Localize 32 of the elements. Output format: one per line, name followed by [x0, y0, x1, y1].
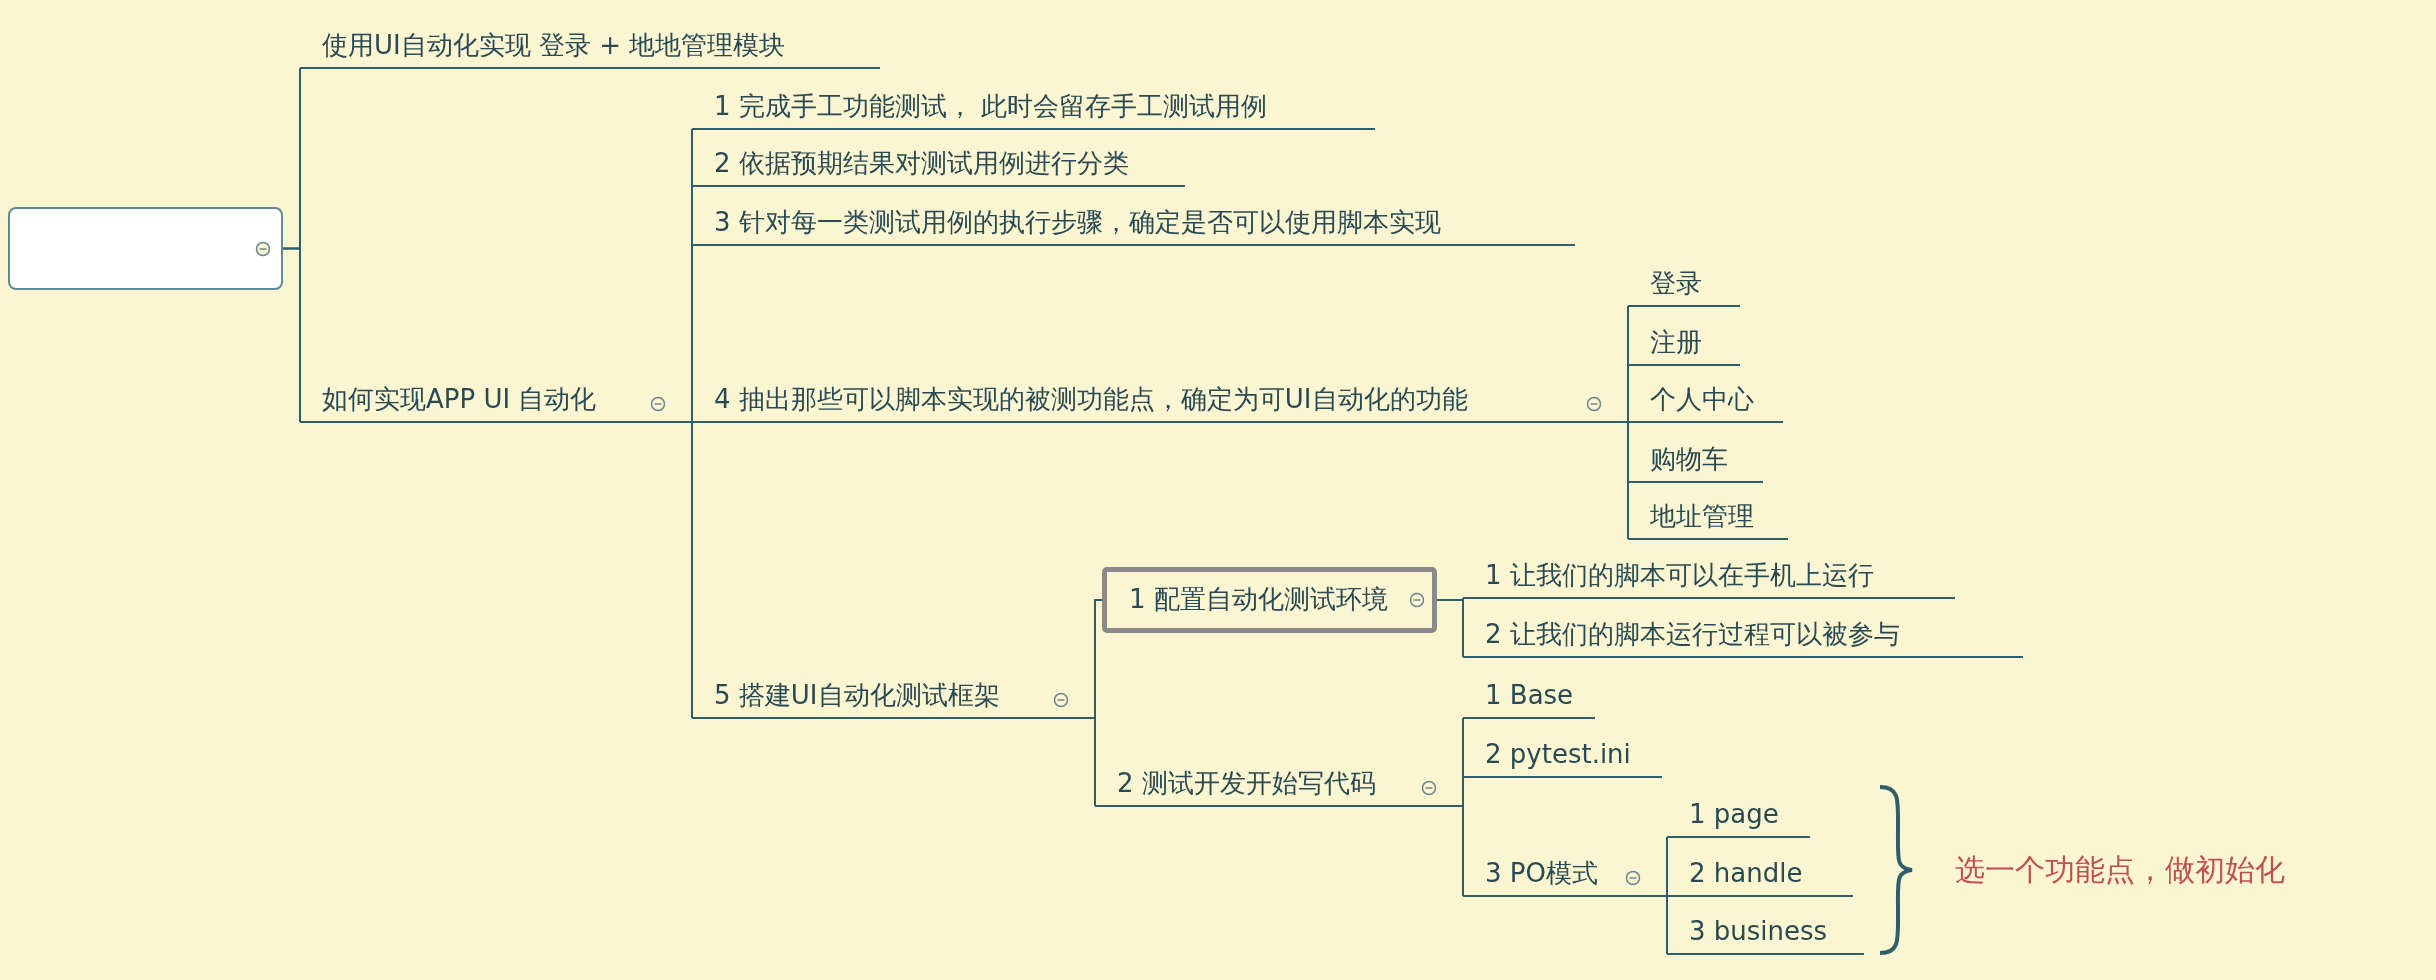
root-topic-box [8, 207, 283, 290]
node-label: 2 pytest.ini [1485, 739, 1631, 771]
node-label: 个人中心 [1650, 384, 1754, 416]
node-label: 地址管理 [1650, 501, 1754, 533]
connector-line [1078, 717, 1096, 807]
node-label: 1 Base [1485, 680, 1574, 712]
node-label: 3 PO模式 [1485, 858, 1598, 890]
node-label: 如何实现APP UI 自动化 [322, 384, 597, 416]
node-label: 1 配置自动化测试环境 [1129, 584, 1388, 616]
node-label: 使用UI自动化实现 登录 + 地地管理模块 [322, 30, 786, 62]
connector-line [282, 247, 301, 423]
connector-line [675, 421, 693, 719]
connector-line [1611, 421, 1629, 540]
node-label: 2 让我们的脚本运行过程可以被参与 [1485, 619, 1900, 651]
node-label: 3 针对每一类测试用例的执行步骤，确定是否可以使用脚本实现 [714, 207, 1441, 239]
node-label: 2 测试开发开始写代码 [1117, 768, 1376, 800]
node-label: 4 抽出那些可以脚本实现的被测功能点，确定为可UI自动化的功能 [714, 384, 1468, 416]
node-label: 登录 [1650, 268, 1702, 300]
connector-line [1650, 895, 1668, 955]
node-label: 3 business [1689, 916, 1828, 948]
node-label: 1 page [1689, 799, 1779, 831]
node-label: 注册 [1650, 327, 1702, 359]
node-label: 1 让我们的脚本可以在手机上运行 [1485, 560, 1874, 592]
node-label: 2 依据预期结果对测试用例进行分类 [714, 148, 1129, 180]
annotation-note: 选一个功能点，做初始化 [1955, 851, 2285, 889]
node-label: 2 handle [1689, 858, 1803, 890]
connector-line [1436, 599, 1464, 658]
node-label: 购物车 [1650, 444, 1728, 476]
connector-line [1446, 805, 1464, 897]
node-label: 5 搭建UI自动化测试框架 [714, 680, 1000, 712]
topic-box [1102, 567, 1437, 633]
node-label: 1 完成手工功能测试， 此时会留存手工测试用例 [714, 91, 1268, 123]
